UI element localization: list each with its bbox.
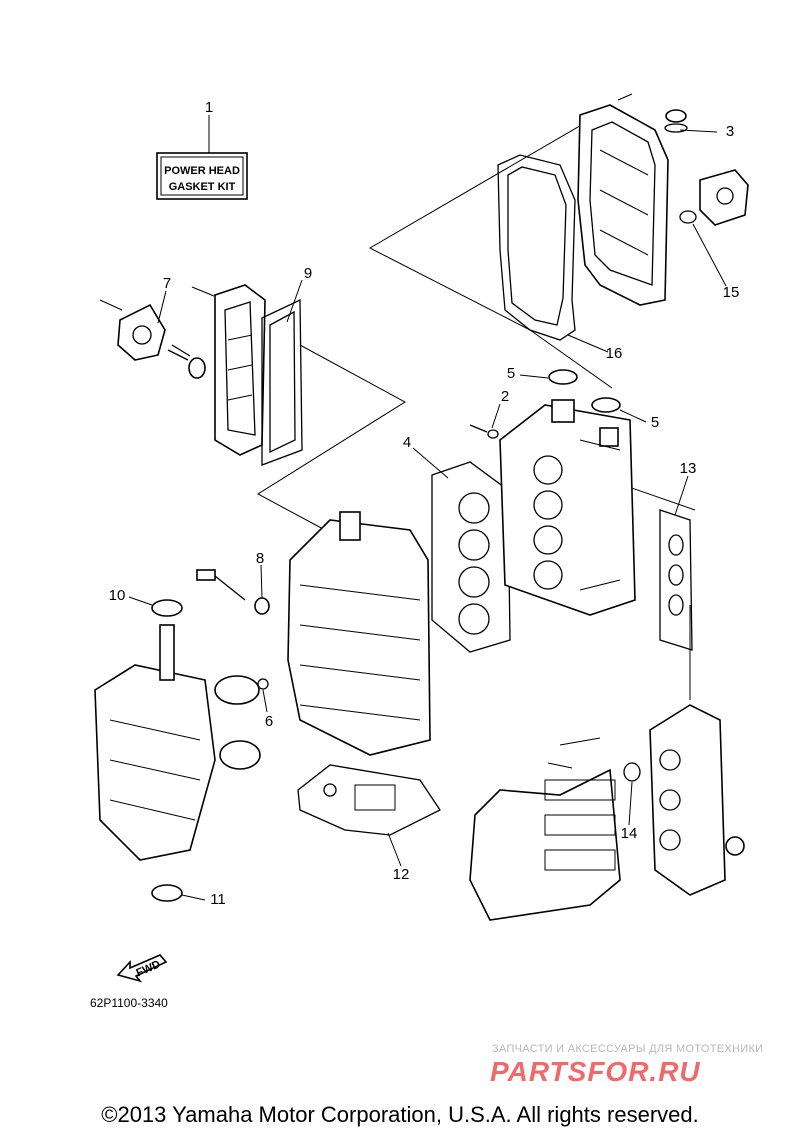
seal-part-5a bbox=[548, 369, 578, 385]
oil-cap-part-3 bbox=[664, 109, 688, 133]
base-gasket-part-12 bbox=[297, 764, 441, 836]
throttle-body-assembly bbox=[547, 704, 745, 896]
head-cover bbox=[577, 93, 669, 306]
seal-part-5b bbox=[591, 397, 621, 413]
callout-14: 14 bbox=[621, 825, 638, 842]
callout-2: 2 bbox=[501, 388, 509, 405]
exhaust-gasket-part-9 bbox=[261, 298, 303, 466]
callout-13: 13 bbox=[680, 460, 697, 477]
callout-numbers: 1 2 3 4 5 5 6 7 8 9 10 11 12 13 14 15 16 bbox=[109, 99, 740, 908]
sensor-part-8 bbox=[196, 569, 270, 615]
callout-8: 8 bbox=[256, 550, 264, 567]
thermostat-cover-part-7 bbox=[99, 299, 206, 379]
callout-11: 11 bbox=[210, 891, 226, 908]
callout-1: 1 bbox=[205, 99, 213, 116]
seal-part-11 bbox=[151, 884, 183, 902]
bolt-washer-part-2 bbox=[469, 424, 499, 439]
callout-4: 4 bbox=[403, 434, 411, 451]
callout-15: 15 bbox=[723, 284, 740, 301]
watermark-logo: PARTSFOR.RU bbox=[490, 1056, 701, 1087]
cover-gasket-part-16 bbox=[497, 154, 576, 341]
callout-9: 9 bbox=[304, 265, 312, 282]
head-gasket-part-4 bbox=[431, 461, 511, 653]
cylinder-block bbox=[287, 511, 431, 756]
crankcase bbox=[94, 624, 261, 861]
callout-6: 6 bbox=[265, 713, 273, 730]
callout-leaders bbox=[128, 115, 727, 901]
fwd-label: FWD bbox=[135, 958, 163, 979]
pump-and-oring-part-15 bbox=[679, 169, 749, 226]
intake-silencer bbox=[469, 768, 621, 921]
kit-line-2: GASKET KIT bbox=[169, 181, 236, 193]
callout-12: 12 bbox=[393, 866, 410, 883]
watermark-tagline: ЗАПЧАСТИ И АКСЕССУАРЫ ДЛЯ МОТОТЕХНИКИ bbox=[492, 1043, 764, 1055]
copyright-notice: ©2013 Yamaha Motor Corporation, U.S.A. A… bbox=[101, 1102, 699, 1127]
oring-part-14 bbox=[623, 762, 641, 782]
callout-3: 3 bbox=[726, 123, 734, 140]
kit-line-1: POWER HEAD bbox=[164, 165, 240, 177]
callout-5b: 5 bbox=[651, 414, 659, 431]
callout-7: 7 bbox=[163, 275, 171, 292]
seal-part-10 bbox=[151, 599, 183, 617]
cylinder-head bbox=[499, 399, 636, 616]
intake-gasket-part-13 bbox=[659, 509, 693, 651]
document-number: 62P1100-3340 bbox=[90, 996, 168, 1010]
callout-5a: 5 bbox=[507, 365, 515, 382]
callout-10: 10 bbox=[109, 587, 126, 604]
callout-16: 16 bbox=[606, 345, 623, 362]
fwd-arrow-icon: FWD bbox=[116, 954, 168, 983]
power-head-gasket-kit-box: POWER HEAD GASKET KIT bbox=[156, 152, 248, 200]
